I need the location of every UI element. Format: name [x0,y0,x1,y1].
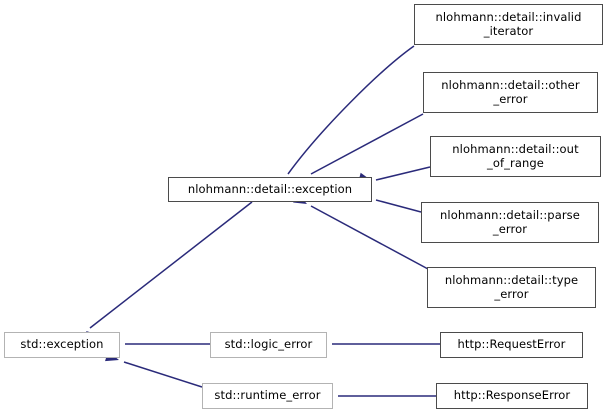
edge-line [89,201,253,329]
inheritance-edge-type_error-to-exception [293,193,429,270]
class-node-label: std::logic_error [224,337,313,352]
class-node-type_error[interactable]: nlohmann::detail::type _error [427,267,596,308]
class-node-parse_error[interactable]: nlohmann::detail::parse _error [421,202,599,243]
inheritance-edge-invalid_iterator-to-exception [272,45,415,191]
class-node-label: nlohmann::detail::invalid _iterator [435,10,582,38]
edge-line [123,361,203,388]
class-node-out_of_range[interactable]: nlohmann::detail::out _of_range [430,136,601,177]
class-node-http_request_error[interactable]: http::RequestError [440,332,583,358]
class-node-exception[interactable]: nlohmann::detail::exception [168,177,372,202]
inheritance-edge-http_response_error-to-std_runtime_error [320,390,436,402]
edge-line [375,199,422,213]
class-node-label: nlohmann::detail::other _error [441,78,580,106]
class-node-std_exception[interactable]: std::exception [4,332,120,358]
edge-line [310,205,429,270]
inheritance-edge-std_logic_error-to-std_exception [107,338,210,350]
class-node-label: std::exception [20,337,104,352]
class-node-std_logic_error[interactable]: std::logic_error [210,332,327,358]
class-node-label: nlohmann::detail::out _of_range [452,142,579,170]
class-node-http_response_error[interactable]: http::ResponseError [436,383,588,409]
inheritance-edge-exception-to-std_exception [86,201,253,344]
edge-line [287,45,415,175]
class-node-other_error[interactable]: nlohmann::detail::other _error [423,72,598,113]
class-node-label: nlohmann::detail::type _error [444,273,579,301]
class-node-label: http::ResponseError [453,388,571,403]
class-node-label: nlohmann::detail::parse _error [440,208,580,236]
class-node-label: std::runtime_error [214,388,321,403]
edge-line [310,113,424,175]
inheritance-edge-http_request_error-to-std_logic_error [314,338,440,350]
class-node-label: nlohmann::detail::exception [187,181,353,196]
edge-line [375,166,431,181]
class-node-label: http::RequestError [457,337,566,352]
class-node-invalid_iterator[interactable]: nlohmann::detail::invalid _iterator [414,4,603,45]
class-node-std_runtime_error[interactable]: std::runtime_error [202,383,333,409]
